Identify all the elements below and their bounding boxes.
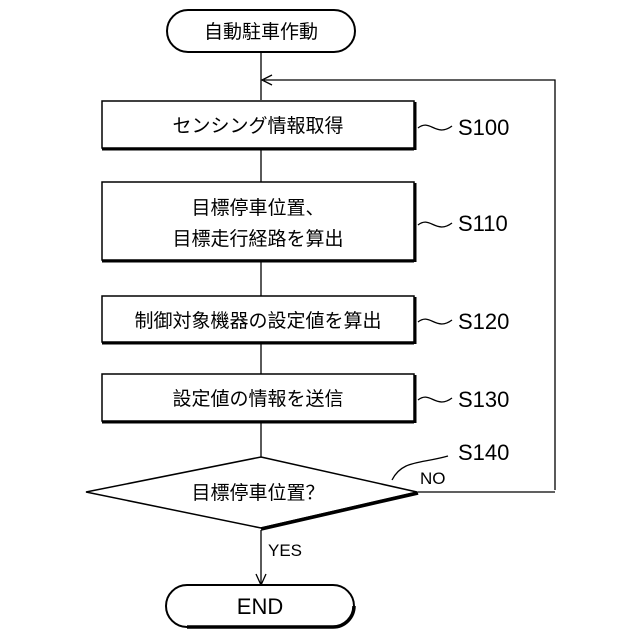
step-s120: 制御対象機器の設定値を算出 S120 bbox=[102, 296, 509, 344]
yes-label: YES bbox=[268, 541, 302, 560]
decision-s140: 目標停車位置？ S140 NO YES bbox=[86, 440, 509, 560]
step-s130: 設定値の情報を送信 S130 bbox=[102, 374, 509, 423]
step-s110: 目標停車位置、 目標走行経路を算出 S110 bbox=[102, 182, 508, 262]
end-label: END bbox=[237, 594, 283, 619]
step-s130-id: S130 bbox=[458, 387, 509, 412]
step-s130-leader bbox=[418, 397, 452, 402]
decision-id: S140 bbox=[458, 440, 509, 465]
step-s110-text-line1: 目標停車位置、 bbox=[191, 197, 324, 219]
step-s130-text: 設定値の情報を送信 bbox=[172, 388, 343, 410]
step-s110-id: S110 bbox=[458, 211, 508, 236]
step-s100-leader bbox=[418, 125, 452, 130]
no-label: NO bbox=[420, 469, 446, 488]
step-s100-text: センシング情報取得 bbox=[172, 115, 343, 137]
step-s120-leader bbox=[418, 319, 452, 324]
step-s120-id: S120 bbox=[458, 309, 509, 334]
end-terminal: END bbox=[166, 585, 354, 627]
start-label: 自動駐車作動 bbox=[204, 21, 318, 43]
step-s110-leader bbox=[418, 222, 452, 227]
step-s100: センシング情報取得 S100 bbox=[102, 101, 509, 150]
decision-question: 目標停車位置？ bbox=[191, 482, 324, 504]
step-s120-text: 制御対象機器の設定値を算出 bbox=[134, 310, 381, 332]
step-s110-text-line2: 目標走行経路を算出 bbox=[172, 228, 343, 250]
step-s100-id: S100 bbox=[458, 115, 509, 140]
start-terminal: 自動駐車作動 bbox=[167, 10, 355, 52]
